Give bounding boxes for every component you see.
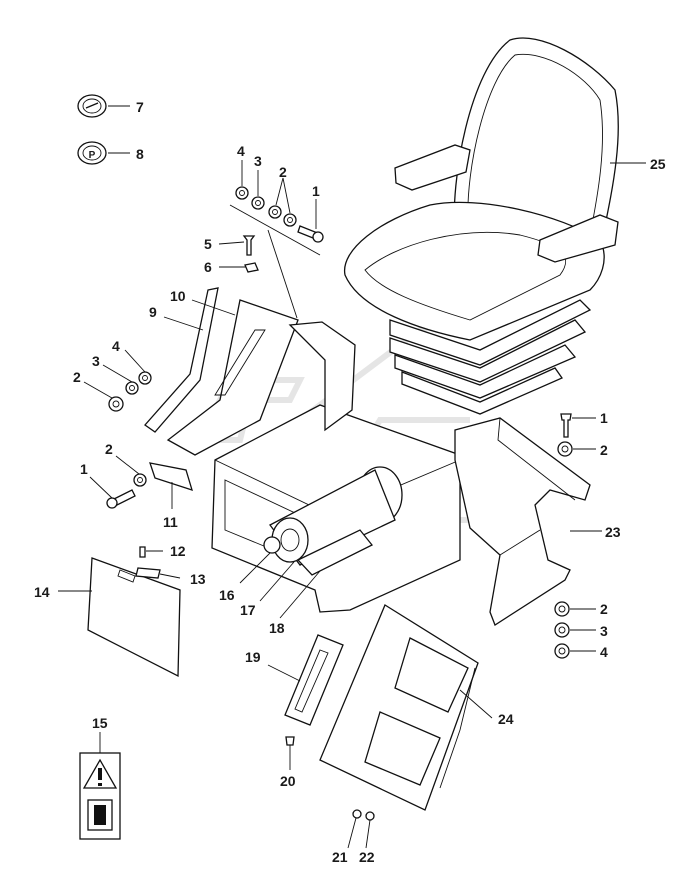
callout-23: 23 bbox=[605, 524, 621, 540]
callout-4: 4 bbox=[237, 143, 245, 159]
callout-24: 24 bbox=[498, 711, 514, 727]
callout-19: 19 bbox=[245, 649, 261, 665]
floor-plate bbox=[319, 604, 479, 811]
callout-16: 16 bbox=[219, 587, 235, 603]
callout-6: 6 bbox=[204, 259, 212, 275]
callout-13: 13 bbox=[190, 571, 206, 587]
decal-7 bbox=[77, 94, 107, 118]
callout-1: 1 bbox=[80, 461, 88, 477]
callout-8: 8 bbox=[136, 146, 144, 162]
seat bbox=[344, 37, 619, 415]
callout-2: 2 bbox=[279, 164, 287, 180]
callout-25: 25 bbox=[650, 156, 666, 172]
hardware-right bbox=[554, 413, 573, 659]
callout-1: 1 bbox=[600, 410, 608, 426]
callout-17: 17 bbox=[240, 602, 256, 618]
side-brackets bbox=[144, 287, 356, 456]
callout-3: 3 bbox=[254, 153, 262, 169]
decal-8-letter: P bbox=[89, 150, 96, 161]
cover-panel bbox=[87, 557, 181, 678]
hardware-top bbox=[229, 186, 324, 319]
callout-4: 4 bbox=[112, 338, 120, 354]
hardware-bottom bbox=[285, 736, 375, 821]
hardware-left bbox=[106, 371, 193, 579]
callouts: 7 8 4 3 2 1 5 6 10 9 4 3 2 2 1 11 12 13 … bbox=[34, 99, 666, 865]
callout-22: 22 bbox=[359, 849, 375, 865]
callout-3: 3 bbox=[92, 353, 100, 369]
callout-7: 7 bbox=[136, 99, 144, 115]
callout-4: 4 bbox=[600, 644, 608, 660]
callout-10: 10 bbox=[170, 288, 186, 304]
warning-decal bbox=[79, 752, 121, 840]
leader-lines bbox=[58, 105, 646, 849]
callout-1: 1 bbox=[312, 183, 320, 199]
seat-base-box bbox=[211, 404, 461, 613]
callout-2: 2 bbox=[600, 601, 608, 617]
callout-2: 2 bbox=[105, 441, 113, 457]
callout-15: 15 bbox=[92, 715, 108, 731]
callout-3: 3 bbox=[600, 623, 608, 639]
callout-2: 2 bbox=[73, 369, 81, 385]
callout-11: 11 bbox=[163, 514, 178, 530]
callout-21: 21 bbox=[332, 849, 348, 865]
callout-2: 2 bbox=[600, 442, 608, 458]
callout-18: 18 bbox=[269, 620, 285, 636]
callout-9: 9 bbox=[149, 304, 157, 320]
callout-14: 14 bbox=[34, 584, 50, 600]
callout-20: 20 bbox=[280, 773, 296, 789]
slotted-plate bbox=[284, 634, 344, 726]
decal-8 bbox=[77, 141, 107, 165]
callout-12: 12 bbox=[170, 543, 186, 559]
rear-frame bbox=[454, 417, 591, 626]
callout-5: 5 bbox=[204, 236, 212, 252]
